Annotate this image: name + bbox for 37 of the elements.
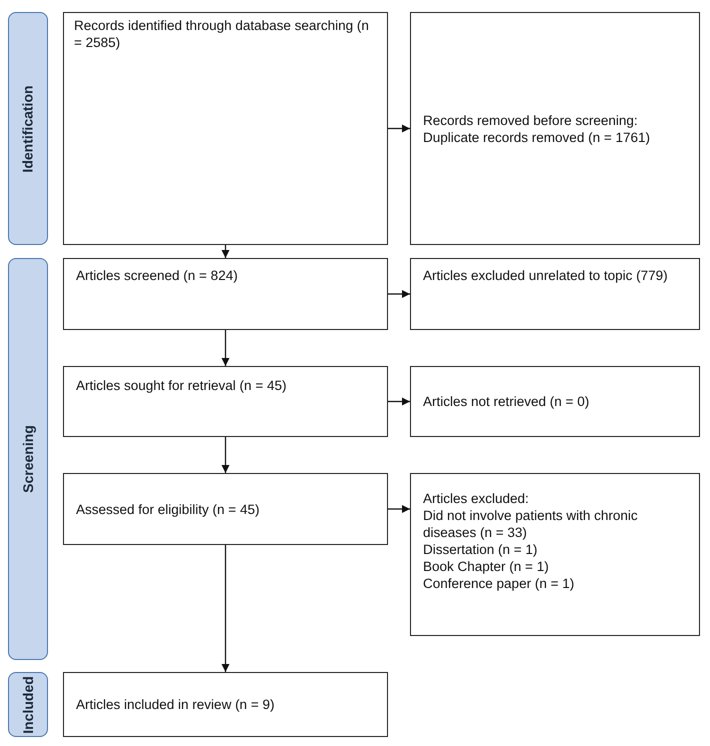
process-box bbox=[63, 473, 388, 545]
box-text: Assessed for eligibility (n = 45) bbox=[76, 500, 260, 518]
box-text: Records removed before screening: bbox=[423, 112, 639, 128]
process-box bbox=[63, 258, 388, 330]
phase-label: Included bbox=[20, 676, 36, 734]
process-box bbox=[63, 12, 388, 245]
arrow bbox=[222, 545, 230, 672]
box-text: Did not involve patients with chronic diseases (n = 33) bbox=[423, 507, 639, 541]
process-box bbox=[63, 366, 388, 437]
box-text: Articles excluded: bbox=[423, 490, 530, 507]
phase-band bbox=[8, 672, 48, 737]
box-text: Articles screened (n = 824) bbox=[76, 267, 239, 284]
process-box bbox=[410, 258, 700, 330]
box-text: Records identified through database searching (n = 2585) bbox=[74, 17, 370, 51]
box-text: Duplicate records removed (n = 1761) bbox=[423, 128, 651, 146]
phase-label: Screening bbox=[20, 425, 36, 493]
box-text: Conference paper (n = 1) bbox=[423, 575, 576, 592]
arrow bbox=[388, 505, 410, 513]
box-text: Dissertation (n = 1) bbox=[423, 541, 538, 558]
process-box bbox=[410, 366, 700, 437]
arrow bbox=[222, 245, 230, 258]
box-text: Articles included in review (n = 9) bbox=[76, 696, 276, 713]
process-box bbox=[410, 473, 700, 636]
arrow bbox=[222, 330, 230, 366]
arrow bbox=[222, 437, 230, 473]
box-text: Articles not retrieved (n = 0) bbox=[423, 393, 590, 410]
arrow bbox=[388, 398, 410, 406]
box-text: Articles excluded unrelated to topic (779) bbox=[423, 267, 669, 284]
process-box bbox=[63, 672, 388, 737]
process-box bbox=[410, 12, 700, 245]
phase-label: Identification bbox=[20, 84, 36, 172]
phase-band bbox=[8, 12, 48, 245]
phase-band bbox=[8, 258, 48, 660]
box-text: Articles sought for retrieval (n = 45) bbox=[76, 377, 288, 394]
arrow bbox=[388, 290, 410, 298]
box-text: Book Chapter (n = 1) bbox=[423, 558, 550, 575]
arrow bbox=[388, 124, 410, 132]
